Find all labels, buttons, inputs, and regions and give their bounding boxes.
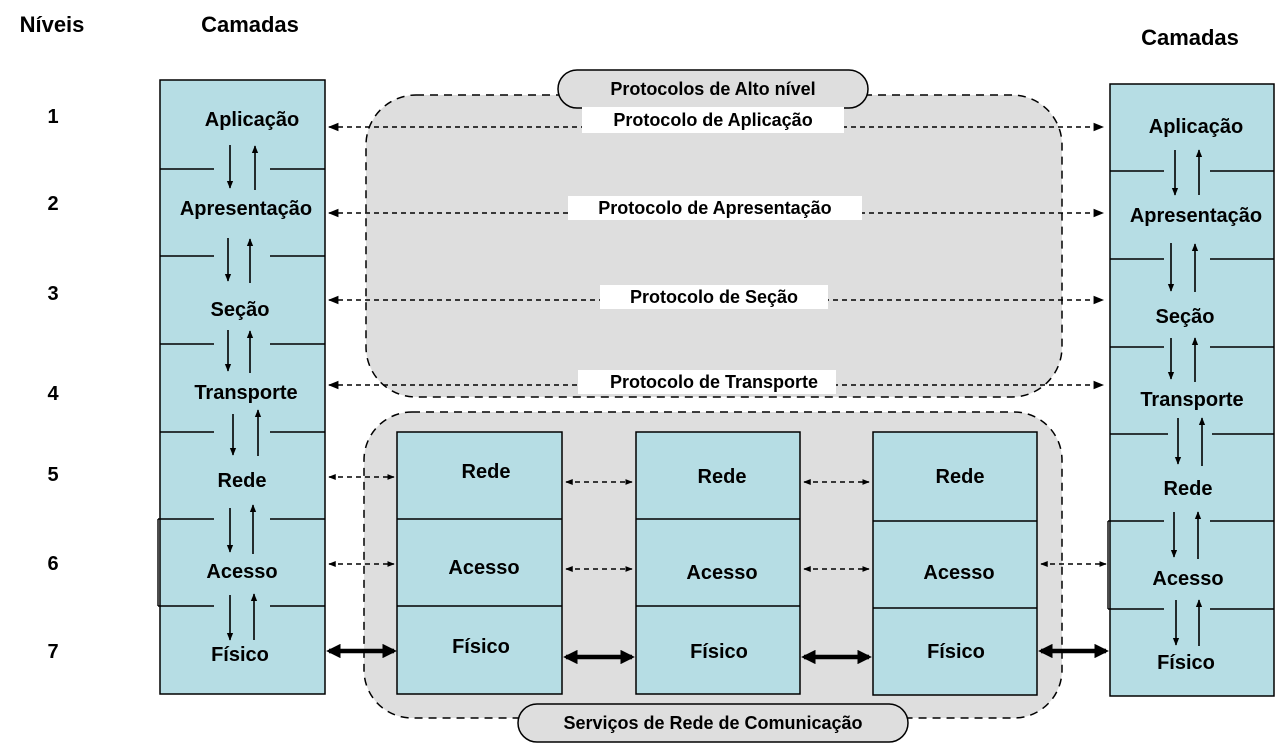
transport-protocol-label: Protocolo de Transporte <box>610 372 818 392</box>
left-layer-label: Acesso <box>206 561 277 583</box>
network-node: Rede Acesso Físico <box>396 431 563 695</box>
right-layer-stack: Aplicação Apresentação Seção Transporte … <box>1107 83 1275 697</box>
levels-header: Níveis <box>20 12 85 37</box>
node-layer-label: Acesso <box>448 557 519 579</box>
right-layer-label: Rede <box>1164 478 1213 500</box>
left-layer-label: Transporte <box>194 382 297 404</box>
network-node: Rede Acesso Físico <box>872 431 1038 696</box>
network-node: Rede Acesso Físico <box>635 431 801 695</box>
level-number: 1 <box>47 106 58 128</box>
level-number: 7 <box>47 641 58 663</box>
right-layer-label: Seção <box>1156 306 1215 328</box>
left-layer-label: Rede <box>218 470 267 492</box>
level-number: 3 <box>47 283 58 305</box>
level-number: 4 <box>47 383 59 405</box>
right-layer-label: Físico <box>1157 652 1215 674</box>
right-stack-box <box>1109 83 1275 697</box>
node-layer-label: Acesso <box>923 562 994 584</box>
node-layer-label: Rede <box>698 466 747 488</box>
level-number: 6 <box>47 553 58 575</box>
application-protocol-label: Protocolo de Aplicação <box>613 110 812 130</box>
level-number: 5 <box>47 464 58 486</box>
right-layer-label: Acesso <box>1152 568 1223 590</box>
left-layer-stack: Aplicação Apresentação Seção Transporte … <box>157 79 326 695</box>
high-level-title: Protocolos de Alto nível <box>610 79 815 99</box>
network-links <box>326 474 1109 665</box>
network-services-title-pill <box>517 703 909 743</box>
left-layer-label: Aplicação <box>205 109 299 131</box>
right-layer-label: Aplicação <box>1149 116 1243 138</box>
left-stack-box <box>159 79 326 695</box>
node-layer-label: Físico <box>927 641 985 663</box>
high-level-protocols-region <box>365 94 1063 398</box>
layers-left-header: Camadas <box>201 12 299 37</box>
node-layer-label: Acesso <box>686 562 757 584</box>
presentation-protocol-label: Protocolo de Apresentação <box>598 198 831 218</box>
network-services-title: Serviços de Rede de Comunicação <box>563 713 862 733</box>
left-layer-label: Seção <box>211 299 270 321</box>
right-layer-label: Transporte <box>1140 389 1243 411</box>
level-number: 2 <box>47 193 58 215</box>
node-layer-label: Rede <box>462 461 511 483</box>
right-layer-label: Apresentação <box>1130 205 1262 227</box>
peer-protocol-links: Protocolo de Aplicação Protocolo de Apre… <box>327 107 1105 394</box>
left-layer-label: Físico <box>211 644 269 666</box>
node-layer-label: Rede <box>936 466 985 488</box>
node-layer-label: Físico <box>452 636 510 658</box>
session-protocol-label: Protocolo de Seção <box>630 287 798 307</box>
left-layer-label: Apresentação <box>180 198 312 220</box>
node-layer-label: Físico <box>690 641 748 663</box>
level-numbers: 1 2 3 4 5 6 7 <box>47 106 59 663</box>
layers-right-header: Camadas <box>1141 25 1239 50</box>
